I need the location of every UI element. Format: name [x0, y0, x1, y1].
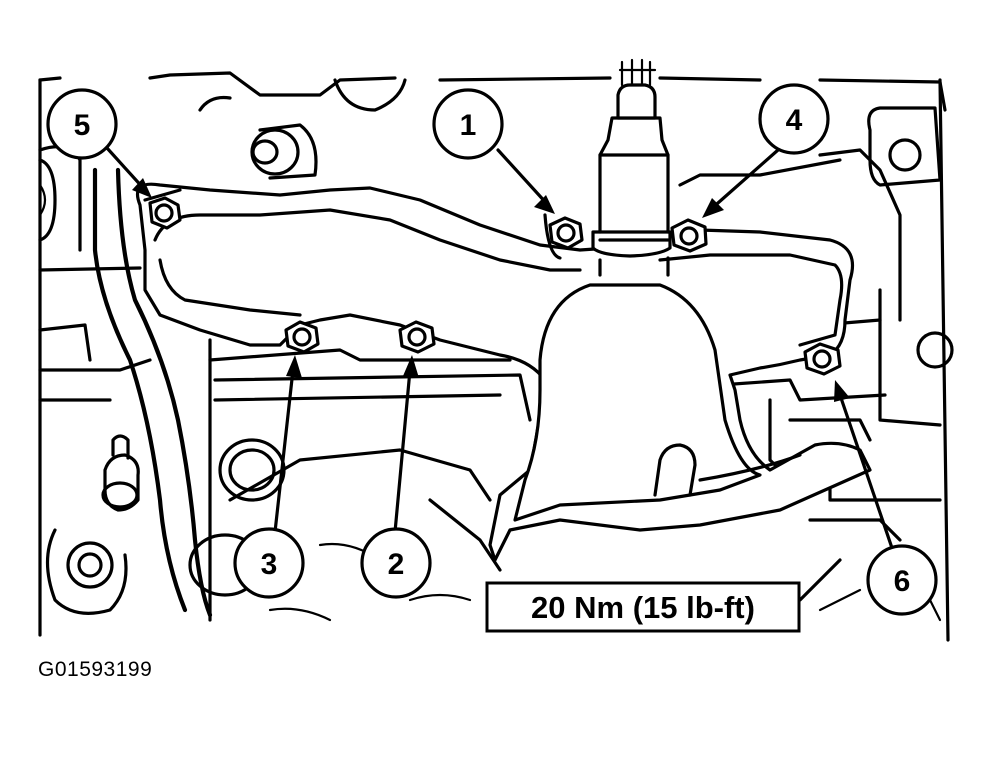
nut-2	[398, 320, 436, 354]
callout-4-label: 4	[786, 104, 803, 137]
torque-spec-box: 20 Nm (15 lb-ft)	[485, 581, 801, 633]
callout-3: 3	[233, 527, 305, 599]
callout-3-label: 3	[261, 548, 278, 581]
nut-4	[670, 218, 708, 253]
callout-2: 2	[360, 527, 432, 599]
callout-1-label: 1	[460, 109, 477, 142]
callout-6: 6	[866, 544, 938, 616]
callout-5-label: 5	[74, 109, 91, 142]
callout-5: 5	[46, 88, 118, 160]
exhaust-manifold	[135, 182, 872, 562]
oxygen-sensor	[591, 58, 672, 277]
nut-5	[148, 196, 182, 230]
callout-2-label: 2	[388, 548, 405, 581]
nut-1	[543, 213, 584, 260]
nut-3	[284, 320, 320, 354]
callout-6-label: 6	[894, 565, 911, 598]
leader-arrows	[105, 146, 894, 550]
engine-block-background	[38, 71, 954, 642]
callout-4: 4	[758, 83, 830, 155]
torque-spec-text: 20 Nm (15 lb-ft)	[531, 590, 755, 625]
figure-id: G01593199	[38, 658, 153, 681]
callout-1: 1	[432, 88, 504, 160]
nut-6	[803, 342, 842, 376]
